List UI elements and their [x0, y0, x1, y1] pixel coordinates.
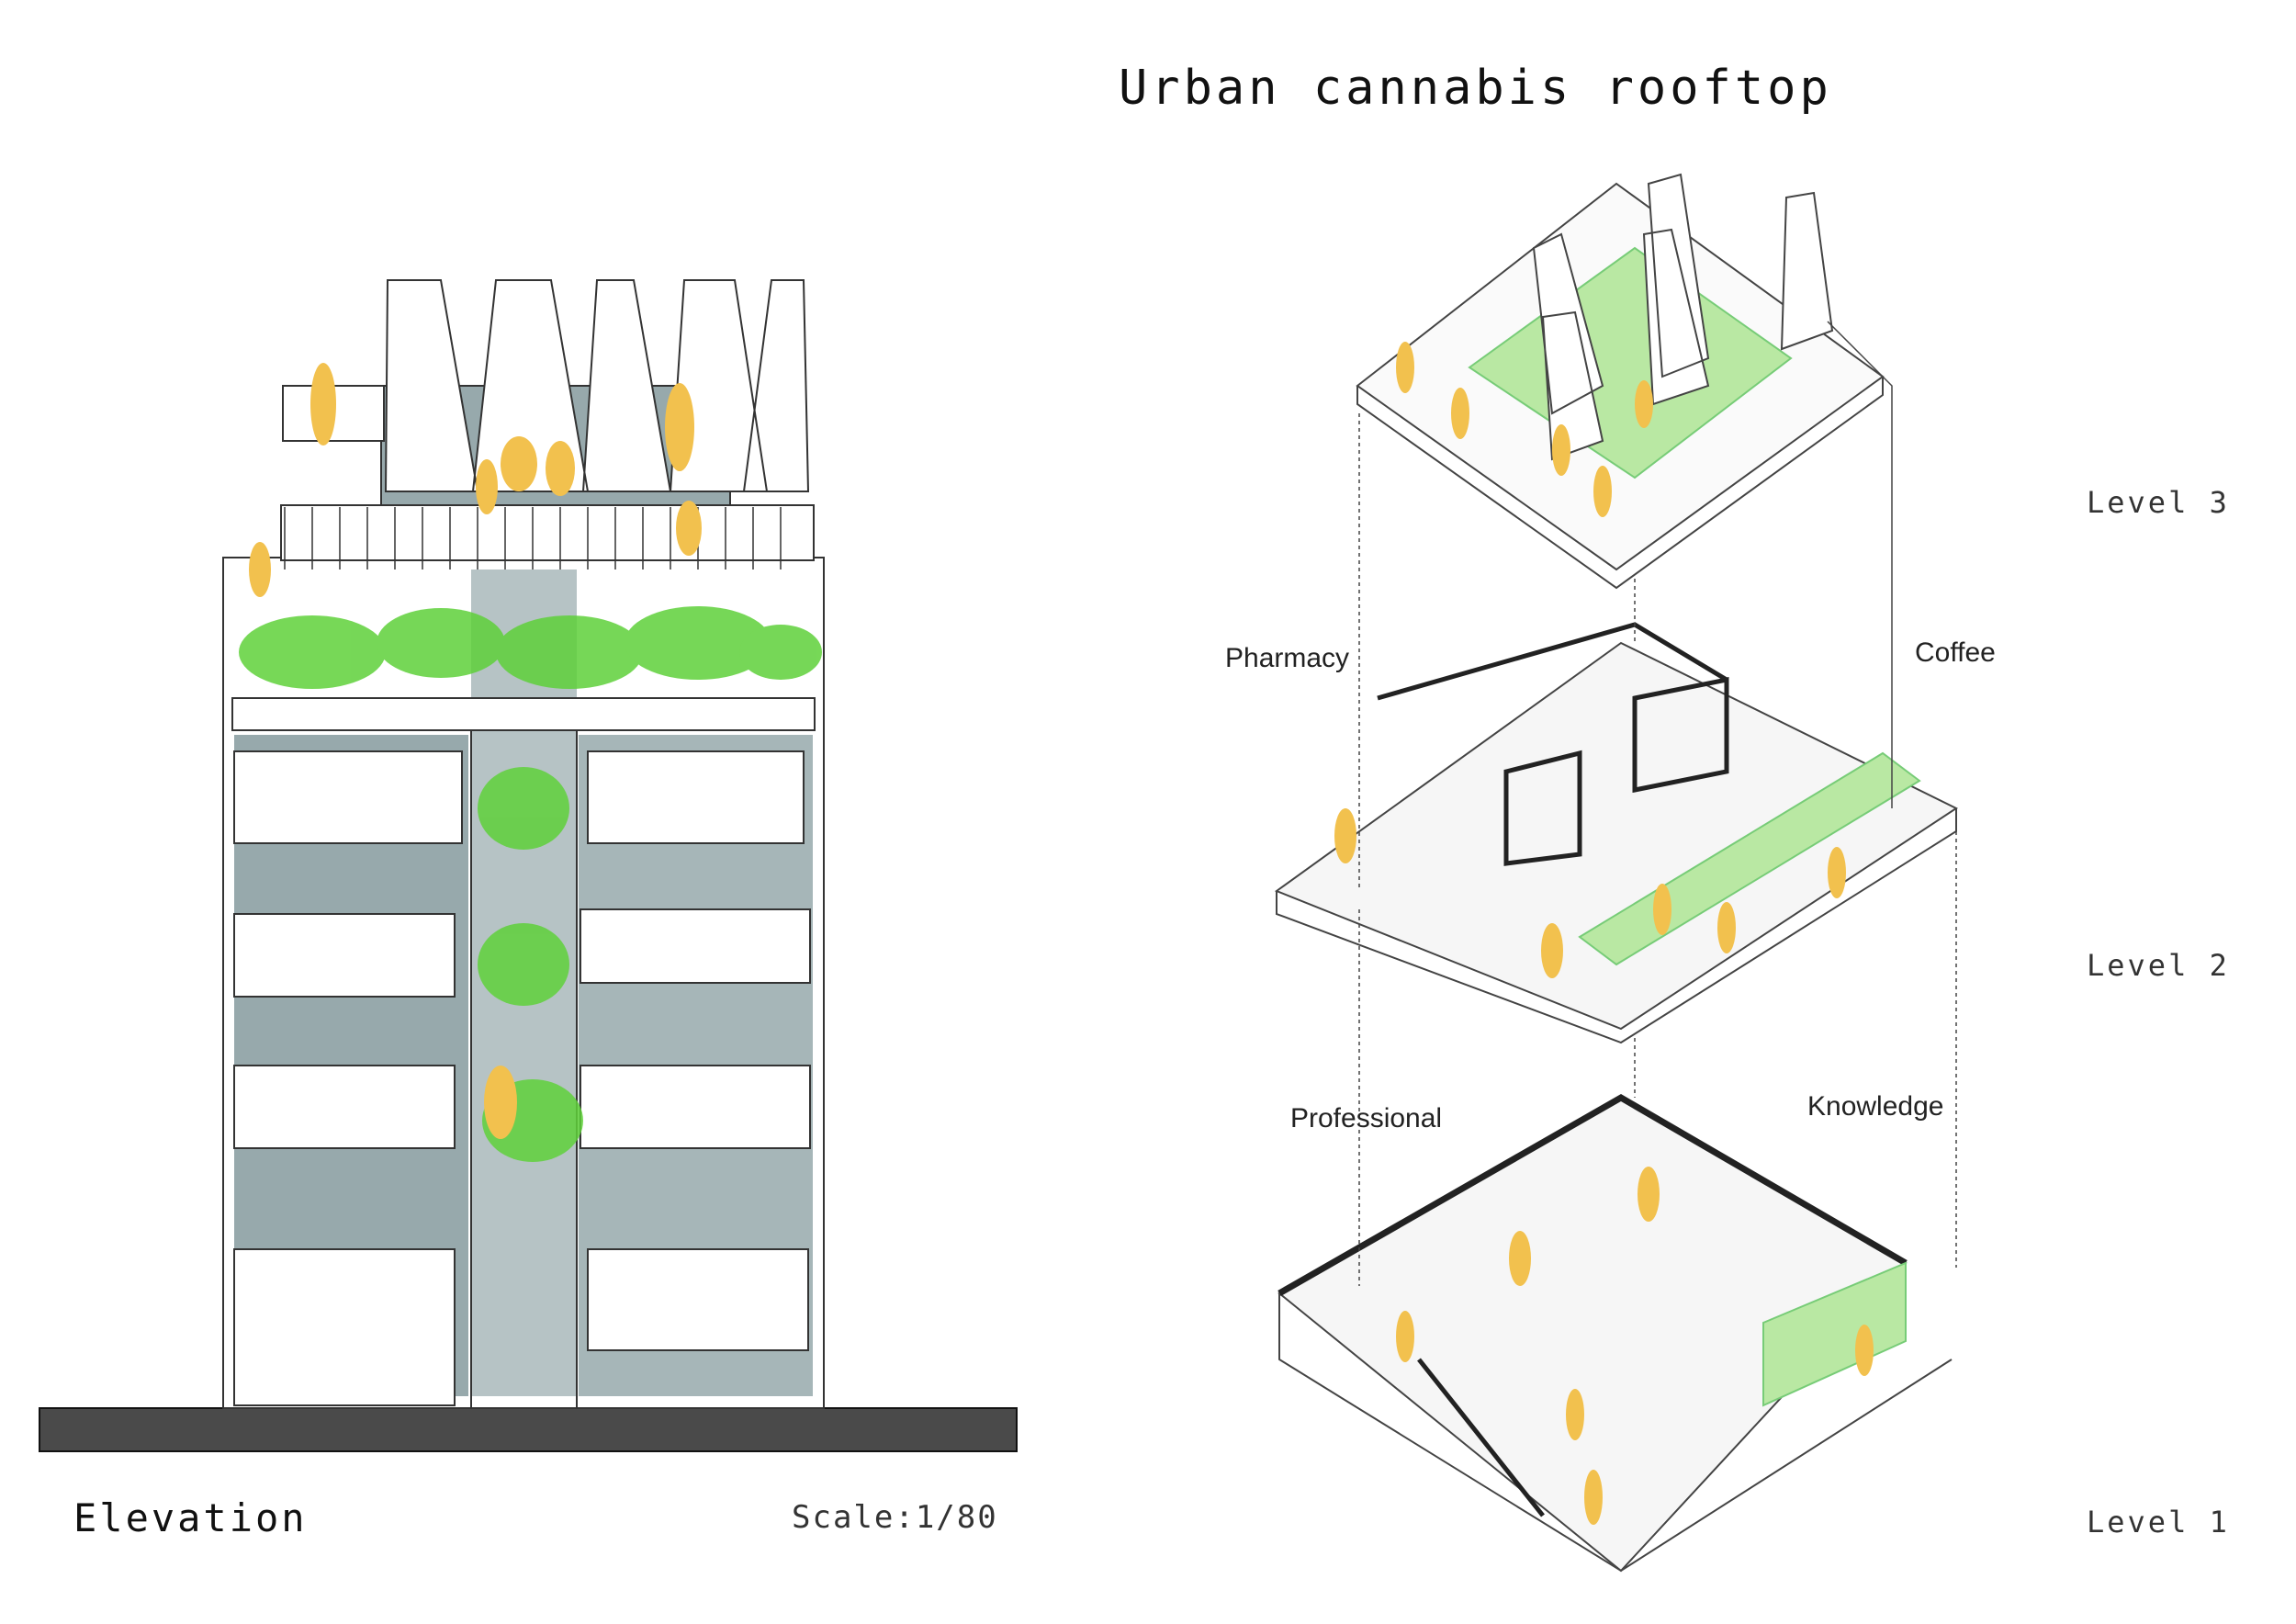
axonometric-people — [1334, 342, 1874, 1525]
level-1-label: Level 1 — [2087, 1505, 2230, 1539]
elevation-label: Elevation — [73, 1495, 308, 1540]
elevation-plants — [239, 606, 822, 1162]
page-title: Urban cannabis rooftop — [1119, 61, 1832, 116]
zone-pharmacy: Pharmacy — [1225, 643, 1350, 673]
elevation-people — [249, 363, 702, 1139]
level-3-label: Level 3 — [2087, 485, 2230, 520]
scale-label: Scale:1/80 — [792, 1499, 998, 1536]
level-2-slab — [1274, 641, 1959, 1031]
ground-line — [39, 1407, 1018, 1452]
axonometric-drawing — [1274, 173, 1959, 1573]
elevation-drawing — [39, 279, 1018, 1452]
zone-coffee: Coffee — [1915, 637, 1996, 668]
zone-knowledge: Knowledge — [1807, 1091, 1944, 1122]
zone-professional: Professional — [1290, 1103, 1443, 1133]
level-2-label: Level 2 — [2087, 948, 2230, 983]
